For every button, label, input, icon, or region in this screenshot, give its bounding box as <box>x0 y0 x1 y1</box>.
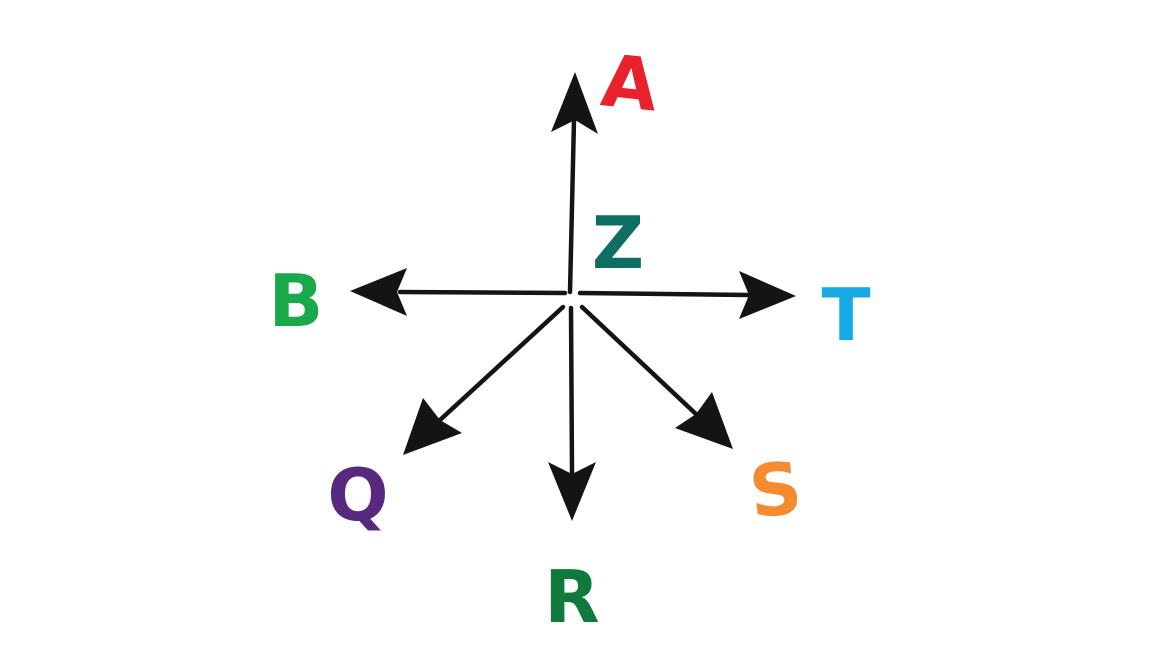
arrow-down-right <box>579 304 733 449</box>
label-center: Z <box>592 201 644 285</box>
label-down: R <box>544 555 599 639</box>
arrow-up <box>551 72 598 295</box>
label-down-left: Q <box>327 453 388 537</box>
label-right: T <box>821 273 870 357</box>
arrows <box>350 72 796 521</box>
labels: A B T Q R S Z <box>269 38 871 639</box>
label-down-right: S <box>745 445 805 534</box>
label-up: A <box>598 38 662 127</box>
arrow-down <box>548 305 596 521</box>
arrow-left <box>350 268 568 316</box>
arrow-down-left <box>403 304 566 455</box>
label-left: B <box>269 259 324 343</box>
arrow-right <box>577 271 796 319</box>
